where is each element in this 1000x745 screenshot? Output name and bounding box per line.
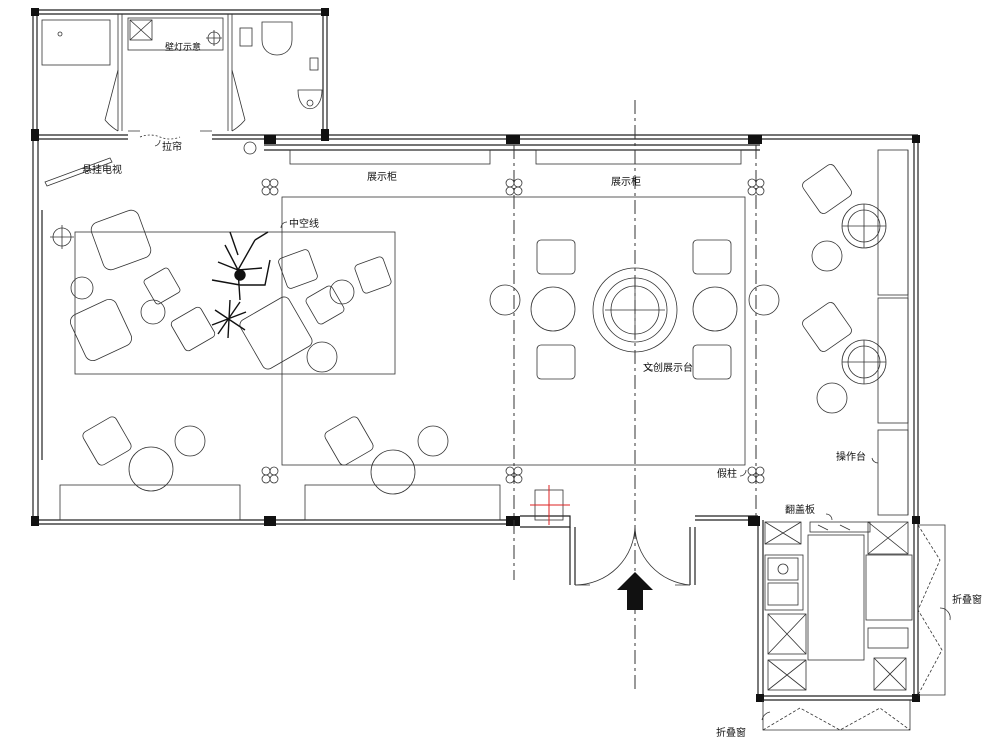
axis-lines	[513, 100, 757, 690]
label-display-cabinet-right: 展示柜	[611, 177, 641, 188]
folding-windows	[762, 524, 946, 731]
exterior-walls	[32, 9, 919, 701]
atrium-lines	[74, 196, 746, 466]
structural-columns	[31, 8, 920, 702]
entrance	[574, 524, 691, 586]
label-leaders	[154, 139, 951, 721]
label-fake-column: 假柱	[717, 469, 737, 480]
label-display-cabinet-left: 展示柜	[367, 172, 397, 183]
decorative-tree	[211, 231, 271, 339]
label-curtain: 拉帘	[162, 142, 182, 153]
fake-column	[530, 485, 570, 525]
label-flip-board: 翻盖板	[785, 505, 815, 516]
display-cabinets	[289, 149, 742, 165]
spotlight-markers	[261, 178, 765, 484]
label-atrium-line: 中空线	[289, 219, 319, 230]
right-seating	[802, 149, 909, 516]
tv-unit	[44, 157, 113, 187]
entrance-arrow	[617, 572, 653, 610]
label-wall-tv: 悬挂电视	[82, 165, 122, 176]
label-work-counter: 操作台	[836, 452, 866, 463]
label-wall-lamp-display: 壁灯示意	[165, 43, 202, 53]
lounge-furniture	[70, 209, 449, 495]
restroom-area	[41, 14, 323, 140]
label-folding-window-right: 折叠窗	[952, 595, 982, 606]
label-creative-display-table: 文创展示台	[643, 363, 693, 374]
label-folding-window-bottom: 折叠窗	[716, 728, 746, 739]
central-seating	[489, 239, 780, 380]
kitchen-equipment	[764, 521, 913, 691]
